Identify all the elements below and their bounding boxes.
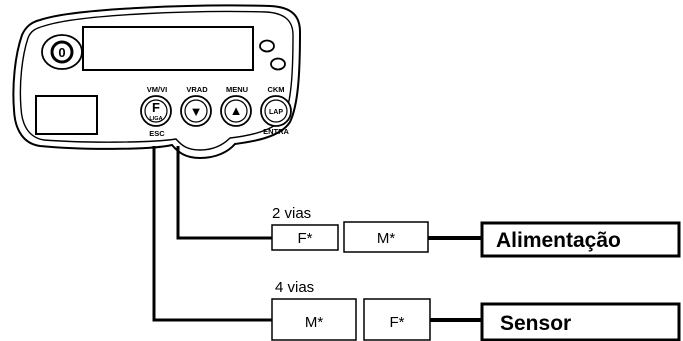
connection-row-sensor: 4 vias M* F* Sensor [271, 279, 681, 341]
connector-right [343, 221, 429, 253]
indicator-light-top [259, 39, 275, 53]
cable-2-vias [176, 146, 272, 240]
button-menu[interactable]: MENU ▲ [220, 85, 252, 127]
connector-left [271, 224, 339, 251]
destination-box [480, 302, 681, 341]
knob-glyph: 0 [58, 45, 65, 60]
cable-4-vias [152, 146, 272, 322]
connector-right-label: M* [377, 230, 395, 247]
up-arrow-icon: ▲ [230, 103, 243, 118]
button-vm-vi[interactable]: VM/VI F LIGA ESC [140, 85, 172, 138]
function-key-icon: F [152, 100, 160, 115]
via-count-label: 4 vias [275, 279, 314, 296]
button-bottom-label: ESC [149, 129, 165, 138]
button-top-label: MENU [226, 85, 248, 94]
button-top-label: VRAD [186, 85, 208, 94]
destination-label: Sensor [500, 312, 571, 335]
connection-row-power: 2 vias F* M* Alimentação [271, 205, 681, 258]
connector-right-label: F* [390, 314, 405, 331]
via-count-label: 2 vias [272, 205, 311, 222]
connector-left-label: F* [298, 230, 313, 247]
device-unit: 0 VM/VI F LIGA ESC VRAD ▼ MENU ▲ [12, 4, 302, 160]
connector-right [363, 298, 431, 341]
lap-key-icon: LAP [269, 109, 283, 116]
power-knob-icon: 0 [41, 34, 83, 70]
button-sub-label: LIGA [149, 116, 162, 122]
connector-left-label: M* [305, 314, 323, 331]
button-ckm[interactable]: CKM LAP ENTRA [260, 85, 292, 136]
button-vrad[interactable]: VRAD ▼ [180, 85, 212, 127]
destination-box [480, 221, 681, 258]
button-top-label: CKM [267, 85, 284, 94]
main-display [82, 26, 254, 71]
destination-label: Alimentação [496, 229, 621, 252]
secondary-display [35, 95, 98, 135]
button-bottom-label: ENTRA [263, 127, 289, 136]
button-top-label: VM/VI [147, 85, 167, 94]
device-bezel [19, 10, 294, 151]
down-arrow-icon: ▼ [190, 104, 203, 119]
connector-left [271, 298, 357, 341]
indicator-light-bottom [270, 57, 286, 71]
